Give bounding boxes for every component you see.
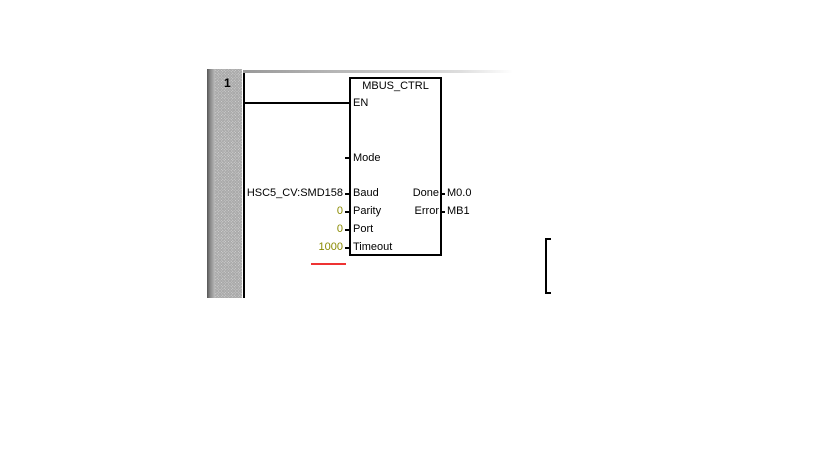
pin-baud: Baud — [353, 187, 379, 199]
pin-en: EN — [353, 97, 369, 109]
baud-pin-tick — [345, 193, 349, 195]
power-rail — [243, 73, 245, 298]
operand-timeout[interactable]: 1000 — [318, 241, 343, 253]
operand-port[interactable]: 0 — [336, 223, 343, 235]
pin-parity: Parity — [353, 205, 382, 217]
operand-parity[interactable]: 0 — [336, 205, 343, 217]
network-number: 1 — [224, 76, 231, 90]
network-margin-hatch — [215, 69, 242, 298]
block-title: MBUS_CTRL — [362, 80, 429, 92]
error-underline — [311, 263, 346, 265]
pin-timeout: Timeout — [353, 241, 393, 253]
bracket-mark — [545, 238, 551, 294]
timeout-pin-tick — [345, 247, 349, 249]
mode-pin-tick — [345, 157, 349, 159]
pin-port: Port — [353, 223, 374, 235]
network-margin — [207, 69, 215, 298]
operand-done[interactable]: M0.0 — [447, 187, 472, 199]
error-pin-tick — [441, 211, 445, 213]
operand-baud[interactable]: HSC5_CV:SMD158 — [246, 187, 343, 199]
en-wire — [245, 102, 349, 104]
pin-done: Done — [412, 187, 439, 199]
operand-error[interactable]: MB1 — [447, 205, 470, 217]
pin-error: Error — [414, 205, 439, 217]
network-divider — [243, 70, 513, 73]
done-pin-tick — [441, 193, 445, 195]
mbus-ctrl-block[interactable] — [349, 77, 442, 256]
port-pin-tick — [345, 229, 349, 231]
parity-pin-tick — [345, 211, 349, 213]
pin-mode: Mode — [353, 152, 381, 164]
